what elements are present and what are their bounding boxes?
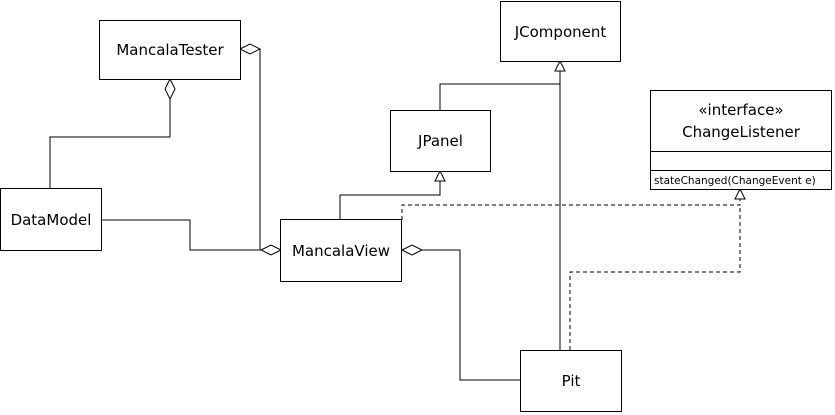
class-name: JComponent xyxy=(514,22,607,41)
class-pit[interactable]: Pit xyxy=(520,350,622,412)
class-mancala-tester[interactable]: MancalaTester xyxy=(99,20,241,80)
tester-right-aggregation-diamond xyxy=(238,43,262,55)
view-changelistener-realization xyxy=(401,199,741,220)
interface-attribute-compartment xyxy=(651,152,831,171)
tester-bottom-aggregation-diamond xyxy=(164,77,176,101)
class-name: Pit xyxy=(561,372,581,390)
class-data-model[interactable]: DataModel xyxy=(0,188,102,251)
class-jcomponent[interactable]: JComponent xyxy=(500,1,621,62)
class-name: MancalaView xyxy=(291,241,391,260)
class-name: MancalaTester xyxy=(116,41,224,59)
view-jpanel-generalization xyxy=(339,181,441,219)
interface-stereotype: «interface» xyxy=(698,101,784,119)
jcomponent-generalization-arrowhead xyxy=(554,59,566,72)
view-right-aggregation-diamond xyxy=(400,244,424,256)
jpanel-jcomponent-generalization xyxy=(439,83,560,110)
tester-datamodel-association xyxy=(49,99,171,188)
datamodel-view-association xyxy=(101,219,261,251)
class-jpanel[interactable]: JPanel xyxy=(390,110,491,172)
class-name: DataModel xyxy=(10,210,92,229)
interface-name-compartment: «interface» ChangeListener xyxy=(651,91,831,152)
view-left-aggregation-diamond xyxy=(259,244,283,256)
class-name: JPanel xyxy=(418,132,463,150)
interface-change-listener[interactable]: «interface» ChangeListener stateChanged(… xyxy=(650,90,832,190)
class-mancala-view[interactable]: MancalaView xyxy=(280,219,402,282)
pit-changelistener-realization xyxy=(569,205,741,350)
jpanel-generalization-arrowhead xyxy=(434,169,446,182)
interface-operation: stateChanged(ChangeEvent e) xyxy=(654,175,816,187)
interface-name: ChangeListener xyxy=(682,123,800,141)
changelistener-realization-arrowhead xyxy=(734,187,746,200)
view-pit-association xyxy=(422,249,520,381)
